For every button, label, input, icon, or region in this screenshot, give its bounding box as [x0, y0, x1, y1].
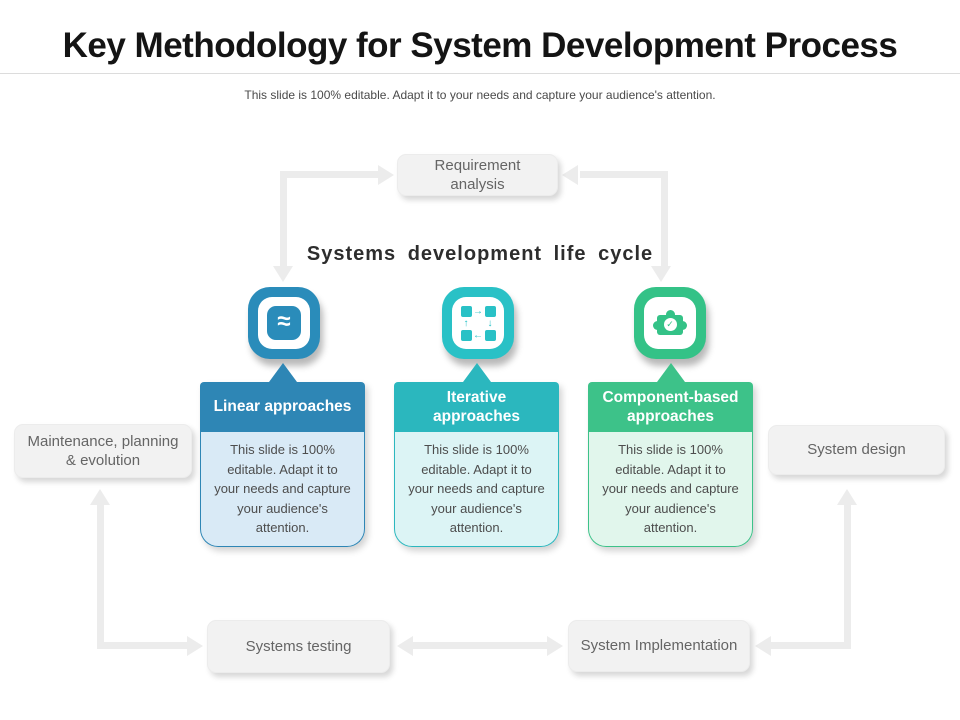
- connector-top-right-v: [661, 171, 668, 266]
- node-system-design: System design: [768, 425, 945, 475]
- card-linear-approaches: Linear approaches This slide is 100% edi…: [200, 363, 365, 547]
- component-approaches-tile-inner: ✓: [644, 297, 696, 349]
- node-requirement-analysis-label: Requirement analysis: [434, 156, 521, 194]
- node-requirement-analysis: Requirement analysis: [397, 154, 558, 196]
- arrowhead-into-requirement-left: [378, 165, 394, 185]
- arrowhead-into-system-implementation: [755, 636, 771, 656]
- iterative-approaches-tile: → ↑↓ ←: [442, 287, 514, 359]
- connector-bottom-right-h: [771, 642, 851, 649]
- card-component-notch: [656, 363, 685, 382]
- connector-bottom-left-h: [97, 642, 187, 649]
- card-linear-notch: [268, 363, 297, 382]
- node-systems-testing: Systems testing: [207, 620, 390, 673]
- puzzle-check-icon: ✓: [652, 307, 688, 339]
- arrowhead-into-linear-icon: [273, 266, 293, 282]
- arrowhead-into-systems-testing: [187, 636, 203, 656]
- card-iterative-notch: [462, 363, 491, 382]
- node-systems-testing-label: Systems testing: [245, 637, 352, 655]
- connector-top-right-h: [580, 171, 668, 178]
- card-iterative-approaches: Iterative approaches This slide is 100% …: [394, 363, 559, 547]
- card-iterative-body: This slide is 100% editable. Adapt it to…: [394, 432, 559, 547]
- arrowhead-bottom-middle-right: [547, 636, 563, 656]
- node-system-design-label: System design: [807, 441, 906, 459]
- node-system-implementation: System Implementation: [568, 620, 750, 672]
- title-divider: [0, 73, 960, 74]
- connector-bottom-left-v: [97, 505, 104, 649]
- iterative-approaches-tile-inner: → ↑↓ ←: [452, 297, 504, 349]
- card-component-body: This slide is 100% editable. Adapt it to…: [588, 432, 753, 547]
- cycle-icon: → ↑↓ ←: [460, 305, 496, 341]
- waves-icon: ≈: [267, 306, 301, 340]
- card-iterative-title: Iterative approaches: [394, 382, 559, 432]
- card-component-approaches: Component-based approaches This slide is…: [588, 363, 753, 547]
- connector-top-left-v: [280, 171, 287, 266]
- connector-bottom-middle: [413, 642, 547, 649]
- sdlc-heading: Systems development life cycle: [306, 243, 654, 265]
- card-linear-title: Linear approaches: [200, 382, 365, 432]
- arrowhead-bottom-middle-left: [397, 636, 413, 656]
- component-approaches-tile: ✓: [634, 287, 706, 359]
- node-system-implementation-label: System Implementation: [580, 637, 738, 655]
- node-maintenance: Maintenance, planning & evolution: [14, 424, 192, 478]
- connector-top-left-h: [280, 171, 380, 178]
- arrowhead-into-maintenance: [90, 489, 110, 505]
- arrowhead-into-component-icon: [651, 266, 671, 282]
- linear-approaches-tile-inner: ≈: [258, 297, 310, 349]
- node-maintenance-label: Maintenance, planning & evolution: [27, 432, 179, 470]
- arrowhead-into-system-design: [837, 489, 857, 505]
- arrowhead-into-requirement-right: [562, 165, 578, 185]
- page-title: Key Methodology for System Development P…: [62, 26, 898, 65]
- linear-approaches-tile: ≈: [248, 287, 320, 359]
- page-subtitle: This slide is 100% editable. Adapt it to…: [244, 88, 716, 102]
- card-component-title: Component-based approaches: [588, 382, 753, 432]
- connector-bottom-right-v: [844, 505, 851, 649]
- card-linear-body: This slide is 100% editable. Adapt it to…: [200, 432, 365, 547]
